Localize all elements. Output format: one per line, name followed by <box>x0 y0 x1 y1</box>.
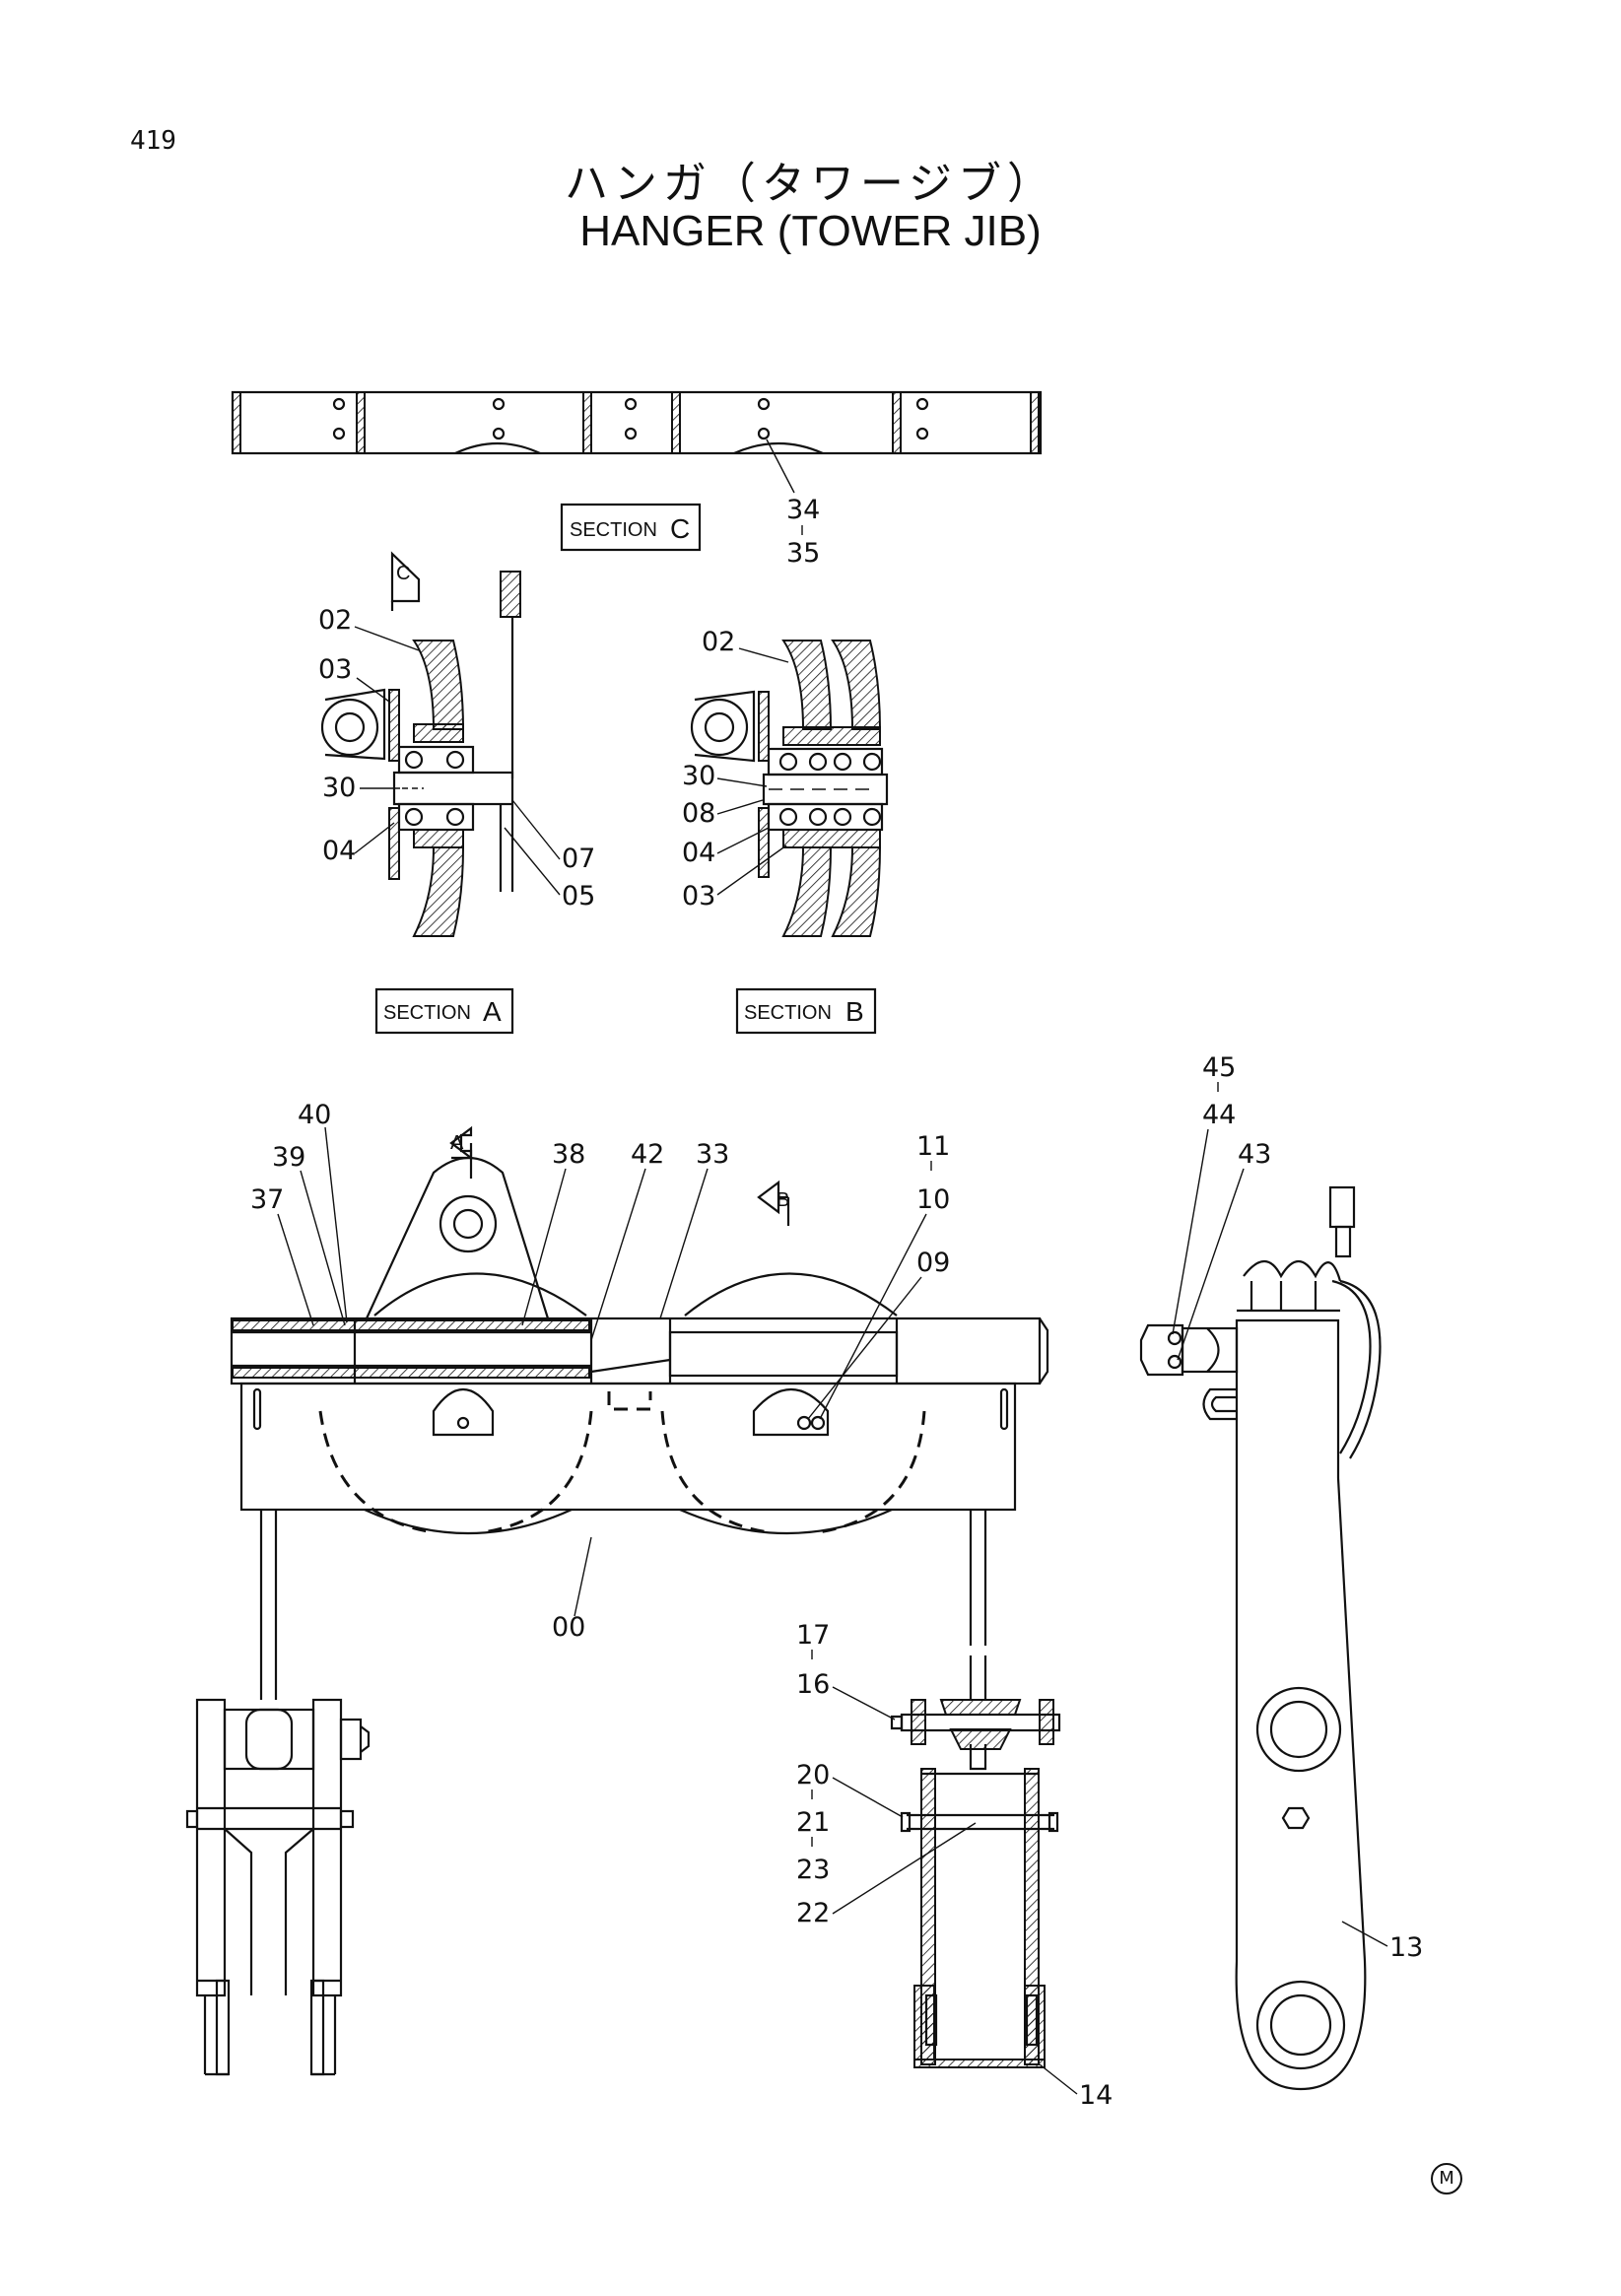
callout-33: 33 <box>696 1139 729 1170</box>
callout-00: 00 <box>552 1612 585 1643</box>
callout-b-30: 30 <box>682 761 715 791</box>
section-a-view: C <box>320 551 521 937</box>
callout-a-03: 03 <box>318 654 352 685</box>
callout-21: 21 <box>796 1807 830 1838</box>
callout-23: 23 <box>796 1855 830 1885</box>
view-arrow-b-letter: B <box>777 1189 789 1211</box>
section-b-view <box>690 640 889 937</box>
callout-a-30: 30 <box>322 773 356 803</box>
callout-45: 45 <box>1202 1052 1236 1083</box>
section-b-tag: SECTION B <box>735 987 877 1035</box>
view-arrow-c-letter: C <box>396 563 410 584</box>
section-c-letter: C <box>670 513 690 544</box>
callout-35: 35 <box>786 538 820 569</box>
callout-13: 13 <box>1389 1932 1423 1963</box>
callout-b-03: 03 <box>682 881 715 912</box>
callout-09: 09 <box>916 1248 950 1278</box>
page-number: 419 <box>130 126 176 156</box>
section-c-view <box>231 390 1043 494</box>
section-c-tag: SECTION C <box>560 503 702 552</box>
callout-40: 40 <box>298 1100 331 1130</box>
main-front-view: A B <box>230 1125 1049 1700</box>
section-a-word: SECTION <box>383 1002 471 1024</box>
title-japanese: ハンガ（タワージブ） <box>564 159 1057 209</box>
section-a-letter: A <box>483 996 502 1027</box>
callout-37: 37 <box>250 1184 284 1215</box>
callout-39: 39 <box>272 1142 305 1173</box>
callout-34: 34 <box>786 495 820 525</box>
callout-16: 16 <box>796 1669 830 1700</box>
callout-17: 17 <box>796 1620 830 1651</box>
callout-b-02: 02 <box>702 627 735 657</box>
callout-a-05: 05 <box>562 881 595 912</box>
title-english: HANGER (TOWER JIB) <box>579 207 1042 255</box>
view-arrow-a-letter: A <box>450 1132 464 1154</box>
callout-14: 14 <box>1079 2080 1113 2111</box>
callout-38: 38 <box>552 1139 585 1170</box>
section-a-tag: SECTION A <box>374 987 514 1035</box>
left-shackle-view <box>185 1698 371 2076</box>
callout-43: 43 <box>1238 1139 1271 1170</box>
callout-10: 10 <box>916 1184 950 1215</box>
callout-b-04: 04 <box>682 838 715 868</box>
callout-42: 42 <box>631 1139 664 1170</box>
callout-a-02: 02 <box>318 605 352 636</box>
callout-b-08: 08 <box>682 798 715 829</box>
section-c-word: SECTION <box>570 519 657 541</box>
callout-a-04: 04 <box>322 836 356 866</box>
section-b-word: SECTION <box>744 1002 832 1024</box>
callout-20: 20 <box>796 1760 830 1790</box>
manufacturer-mark: M <box>1431 2163 1462 2195</box>
callout-44: 44 <box>1202 1100 1236 1130</box>
callout-a-07: 07 <box>562 844 595 874</box>
section-b-letter: B <box>845 996 864 1027</box>
right-shackle-view <box>890 1699 1061 2068</box>
callout-22: 22 <box>796 1898 830 1928</box>
callout-11: 11 <box>916 1131 950 1162</box>
side-view <box>1139 1185 1382 2091</box>
